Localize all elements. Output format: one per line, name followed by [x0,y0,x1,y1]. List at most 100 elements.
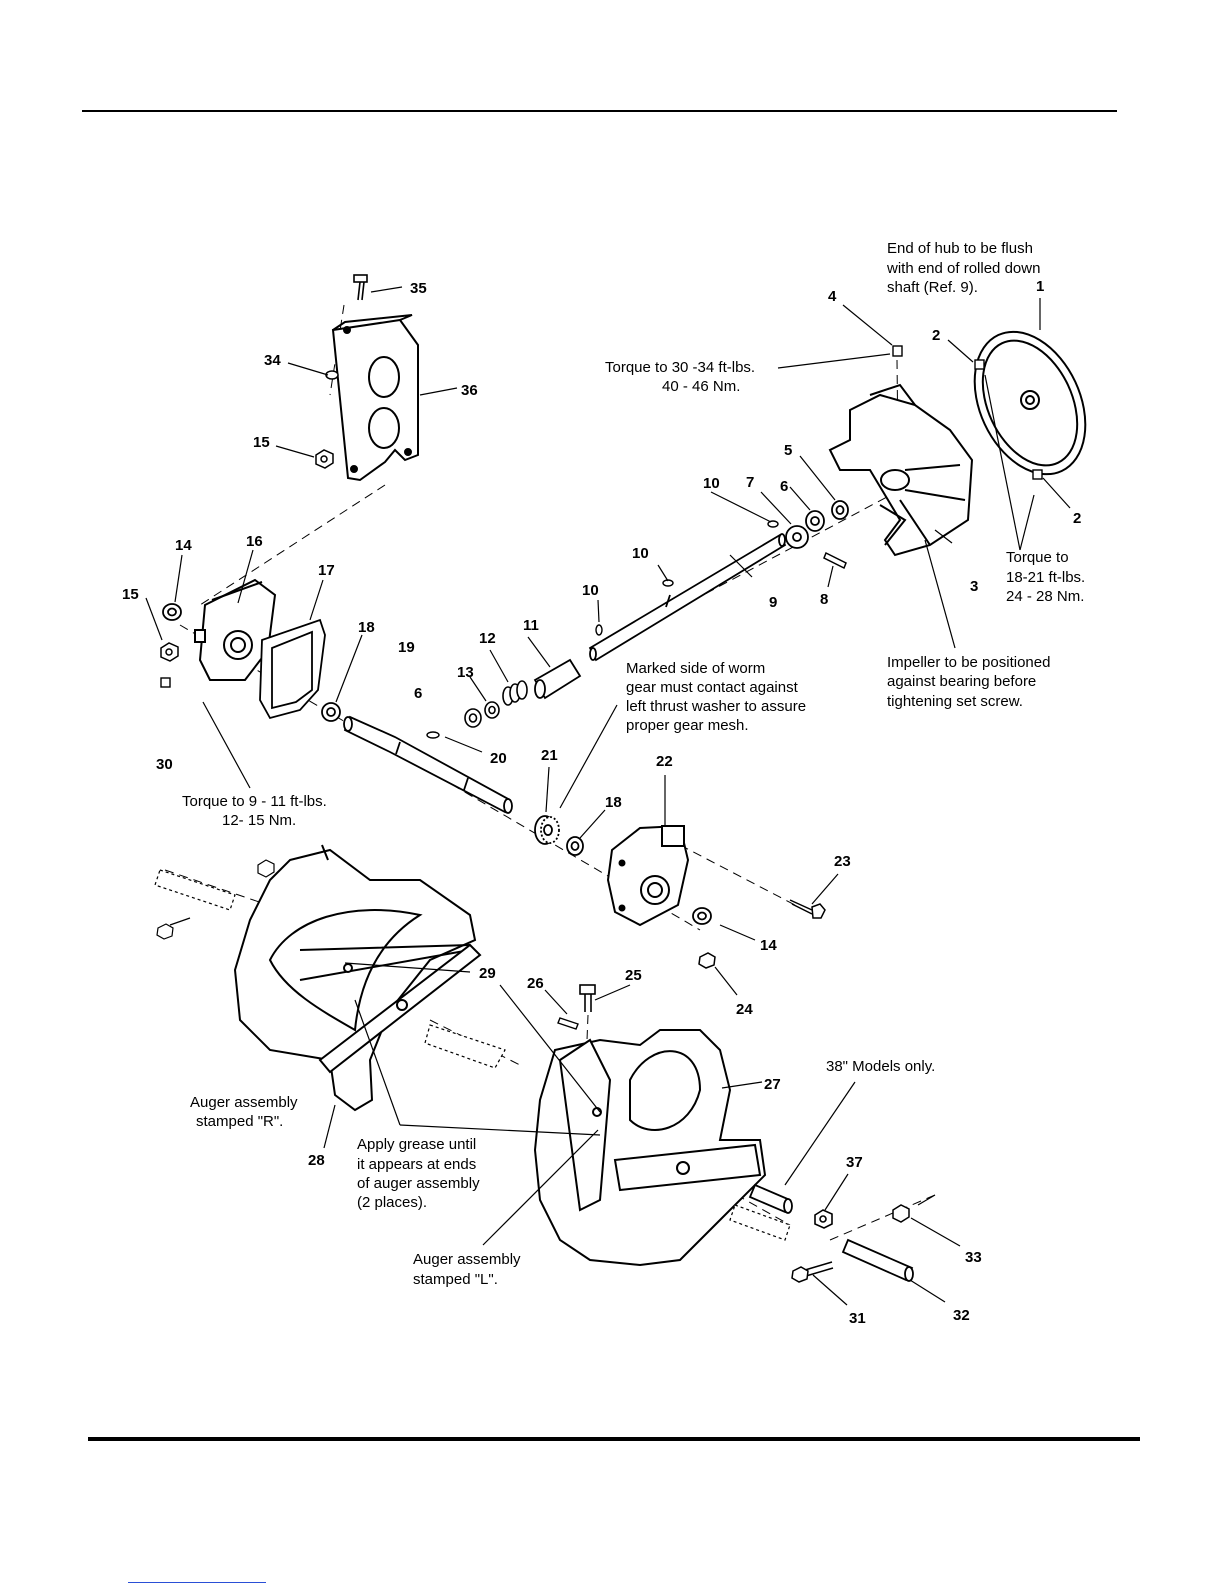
spacer-shaft-32 [841,1238,914,1282]
bolt-24 [698,952,716,969]
callout-3: 3 [970,578,978,595]
pin-26 [557,1017,579,1030]
setscrews-2 [974,359,1043,480]
setscrew-30 [160,677,171,688]
impeller-shaft [588,533,787,662]
callout-30: 30 [156,756,173,773]
footer-link-underline [128,1582,266,1583]
callout-22: 22 [656,753,673,770]
mounting-bracket [331,314,419,482]
gasket [259,618,326,720]
callout-11: 11 [523,617,539,634]
note-torque-pulley: Torque to 18-21 ft-lbs. 24 - 28 Nm. [1006,549,1089,605]
callout-23: 23 [834,853,851,870]
worm-gear [534,815,560,845]
bolt-23 [789,899,826,919]
washer-5 [831,500,849,520]
dashed-shaft-right [729,1204,791,1241]
bolt-and-nut-left [154,859,275,940]
bearing-14-left [162,603,182,621]
callout-15-upper: 15 [253,434,270,451]
callout-2-upper: 2 [932,327,940,344]
bolt-31 [791,1261,834,1283]
callout-17: 17 [318,562,335,579]
thrust-washer-18-left [321,702,341,722]
callout-13: 13 [457,664,474,681]
callout-1: 1 [1036,278,1044,295]
bearing-6-right [805,510,825,532]
callout-14-left: 14 [175,537,192,554]
callout-29: 29 [479,965,496,982]
callout-35: 35 [410,280,427,297]
callout-26: 26 [527,975,544,992]
callout-18-right: 18 [605,794,622,811]
thrust-washer-18-right [566,836,584,856]
nut-15-left [160,642,179,662]
auger-tube-right [592,1107,762,1192]
nut-15-upper [315,449,334,469]
note-38-models: 38" Models only. [826,1058,935,1075]
callout-37: 37 [846,1154,863,1171]
gearbox-left-housing [194,578,277,681]
callout-36: 36 [461,382,478,399]
collar-7 [785,525,809,549]
callout-12: 12 [479,630,496,647]
note-grease: Apply grease until it appears at ends of… [357,1136,484,1211]
bottom-rule [88,1437,1140,1441]
callout-5: 5 [784,442,792,459]
auger-shaft [343,715,513,814]
leader-lines [145,286,1071,1306]
extension-shaft [748,1183,793,1214]
callout-19: 19 [398,639,415,656]
callout-2-lower: 2 [1073,510,1081,527]
callout-7: 7 [746,474,754,491]
callout-28: 28 [308,1152,325,1169]
callout-21: 21 [541,747,558,764]
gearbox-right-housing [606,824,690,927]
bolt-35 [353,274,368,301]
key-20 [426,731,440,739]
callout-25: 25 [625,967,642,984]
thrust-bearing-12 [502,680,528,706]
callout-32: 32 [953,1307,970,1324]
callout-8: 8 [820,591,828,608]
callout-16: 16 [246,533,263,550]
note-hub-flush: End of hub to be flush with end of rolle… [886,240,1045,296]
callout-24: 24 [736,1001,753,1018]
callout-18-left: 18 [358,619,375,636]
note-worm-gear: Marked side of worm gear must contact ag… [626,660,810,734]
callout-34: 34 [264,352,281,369]
callout-10-middle: 10 [632,545,649,562]
note-auger-r: Auger assembly stamped "R". [190,1094,302,1130]
callout-20: 20 [490,750,507,767]
callout-14-right: 14 [760,937,777,954]
worm-11 [533,658,582,700]
washer-13 [484,701,500,719]
callout-10-right: 10 [703,475,720,492]
shear-bolt-25 [579,984,596,1012]
callout-numbers: 1 2 2 3 4 5 6 6 7 8 9 10 10 10 11 12 13 … [122,278,1081,1327]
dashed-shaft-middle [424,1024,506,1069]
auger-right-flighting [533,1029,767,1267]
note-torque-setscrew: Torque to 30 -34 ft-lbs. 40 - 46 Nm. [605,359,759,395]
top-rule [82,110,1117,112]
callout-33: 33 [965,1249,982,1266]
callout-31: 31 [849,1310,866,1327]
impeller [828,383,974,557]
callout-4: 4 [828,288,837,305]
nut-37 [814,1209,833,1229]
pulley [973,330,1087,476]
bearing-6-left [464,708,482,728]
setscrew-4 [892,345,903,357]
pin-8 [823,551,847,570]
callout-6-left: 6 [414,685,422,702]
note-auger-l: Auger assembly stamped "L". [413,1251,525,1288]
nut-33 [892,1204,910,1223]
bearing-14-right [692,907,712,925]
annotation-notes: End of hub to be flush with end of rolle… [182,240,1089,1288]
note-impeller: Impeller to be positioned against bearin… [887,654,1055,710]
auger-tube-left [318,943,482,1074]
callout-9: 9 [769,594,777,611]
keys-10 [595,520,779,636]
callout-15-left: 15 [122,586,139,603]
